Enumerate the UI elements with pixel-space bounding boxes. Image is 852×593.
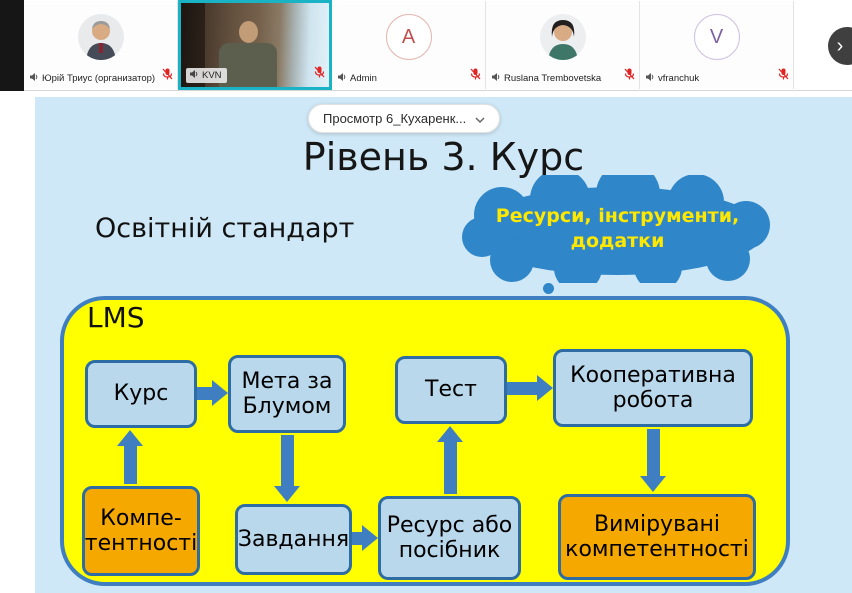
participants-scroll-right-button[interactable]: › — [828, 27, 852, 65]
arrow-zavd-to-resurs — [352, 525, 378, 551]
strip-left-filler — [0, 0, 24, 91]
arrow-test-to-koop — [507, 375, 553, 401]
initial-avatar: A — [385, 14, 432, 60]
photo-avatar-woman-icon — [539, 14, 586, 60]
thought-bubble-dot — [543, 283, 554, 294]
flow-box-resurs: Ресурс або посібник — [378, 496, 521, 580]
participant-name: KVN — [202, 70, 222, 81]
arrow-koop-to-vymir-down — [639, 429, 667, 492]
arrow-kompet-to-kurs-up — [116, 430, 144, 484]
mic-muted-icon — [162, 67, 173, 85]
cloud-shape-icon — [462, 162, 770, 292]
mic-muted-icon — [314, 65, 325, 83]
participant-name: Ruslana Trembovetska — [504, 73, 602, 84]
lms-label: LMS — [87, 301, 145, 334]
arrow-kurs-to-meta — [197, 380, 228, 406]
audio-joined-icon — [29, 72, 39, 85]
flow-box-vymir: Вимірувані компетентності — [558, 494, 756, 580]
flow-box-koop: Кооперативна робота — [553, 349, 753, 427]
audio-joined-icon — [491, 72, 501, 85]
view-options-label: Просмотр 6_Кухаренк... — [323, 111, 467, 126]
flow-box-meta: Мета за Блумом — [228, 355, 346, 433]
slide-label-standard: Освітній стандарт — [95, 213, 355, 244]
mic-muted-icon — [470, 67, 481, 85]
participant-tile-kvn-active-video[interactable]: KVN — [178, 0, 332, 90]
thought-cloud: Ресурси, інструменти, додатки — [460, 162, 775, 292]
participant-tile-admin[interactable]: A Admin — [332, 1, 486, 89]
view-options-button[interactable]: Просмотр 6_Кухаренк... — [308, 104, 501, 133]
participant-name: Admin — [350, 73, 377, 84]
participant-tile-ruslana[interactable]: Ruslana Trembovetska — [486, 1, 640, 89]
audio-joined-icon — [189, 69, 199, 82]
flow-box-kompet: Компе- тентності — [82, 486, 200, 576]
participant-tile-vfranchuk[interactable]: V vfranchuk — [640, 1, 794, 89]
initial-avatar: V — [693, 14, 740, 60]
chevron-down-icon — [475, 111, 485, 126]
audio-joined-icon — [645, 72, 655, 85]
chevron-right-icon: › — [836, 34, 844, 57]
flow-box-kurs: Курс — [85, 360, 197, 428]
arrow-resurs-to-test-up — [436, 426, 464, 494]
flow-box-zavd: Завдання — [235, 504, 352, 575]
flow-box-test: Тест — [395, 356, 507, 424]
audio-joined-icon — [337, 72, 347, 85]
slide-title: Рівень 3. Курс — [302, 135, 585, 179]
participant-tile-yurii-trius[interactable]: Юрій Триус (организатор) — [24, 1, 178, 89]
participant-name: Юрій Триус (организатор) — [42, 73, 156, 84]
shared-screen-slide: Рівень 3. Курс Освітній стандарт — [35, 97, 852, 593]
cloud-text: Ресурси, інструменти, додатки — [495, 205, 740, 252]
mic-muted-icon — [778, 67, 789, 85]
participants-strip: Юрій Триус (организатор) KVN — [0, 0, 852, 91]
main-stage: Рівень 3. Курс Освітній стандарт — [0, 92, 852, 593]
photo-avatar-man-suit-icon — [77, 14, 124, 60]
mic-muted-icon — [624, 67, 635, 85]
participant-name: vfranchuk — [658, 73, 700, 84]
arrow-meta-to-zavd-down — [273, 435, 301, 502]
